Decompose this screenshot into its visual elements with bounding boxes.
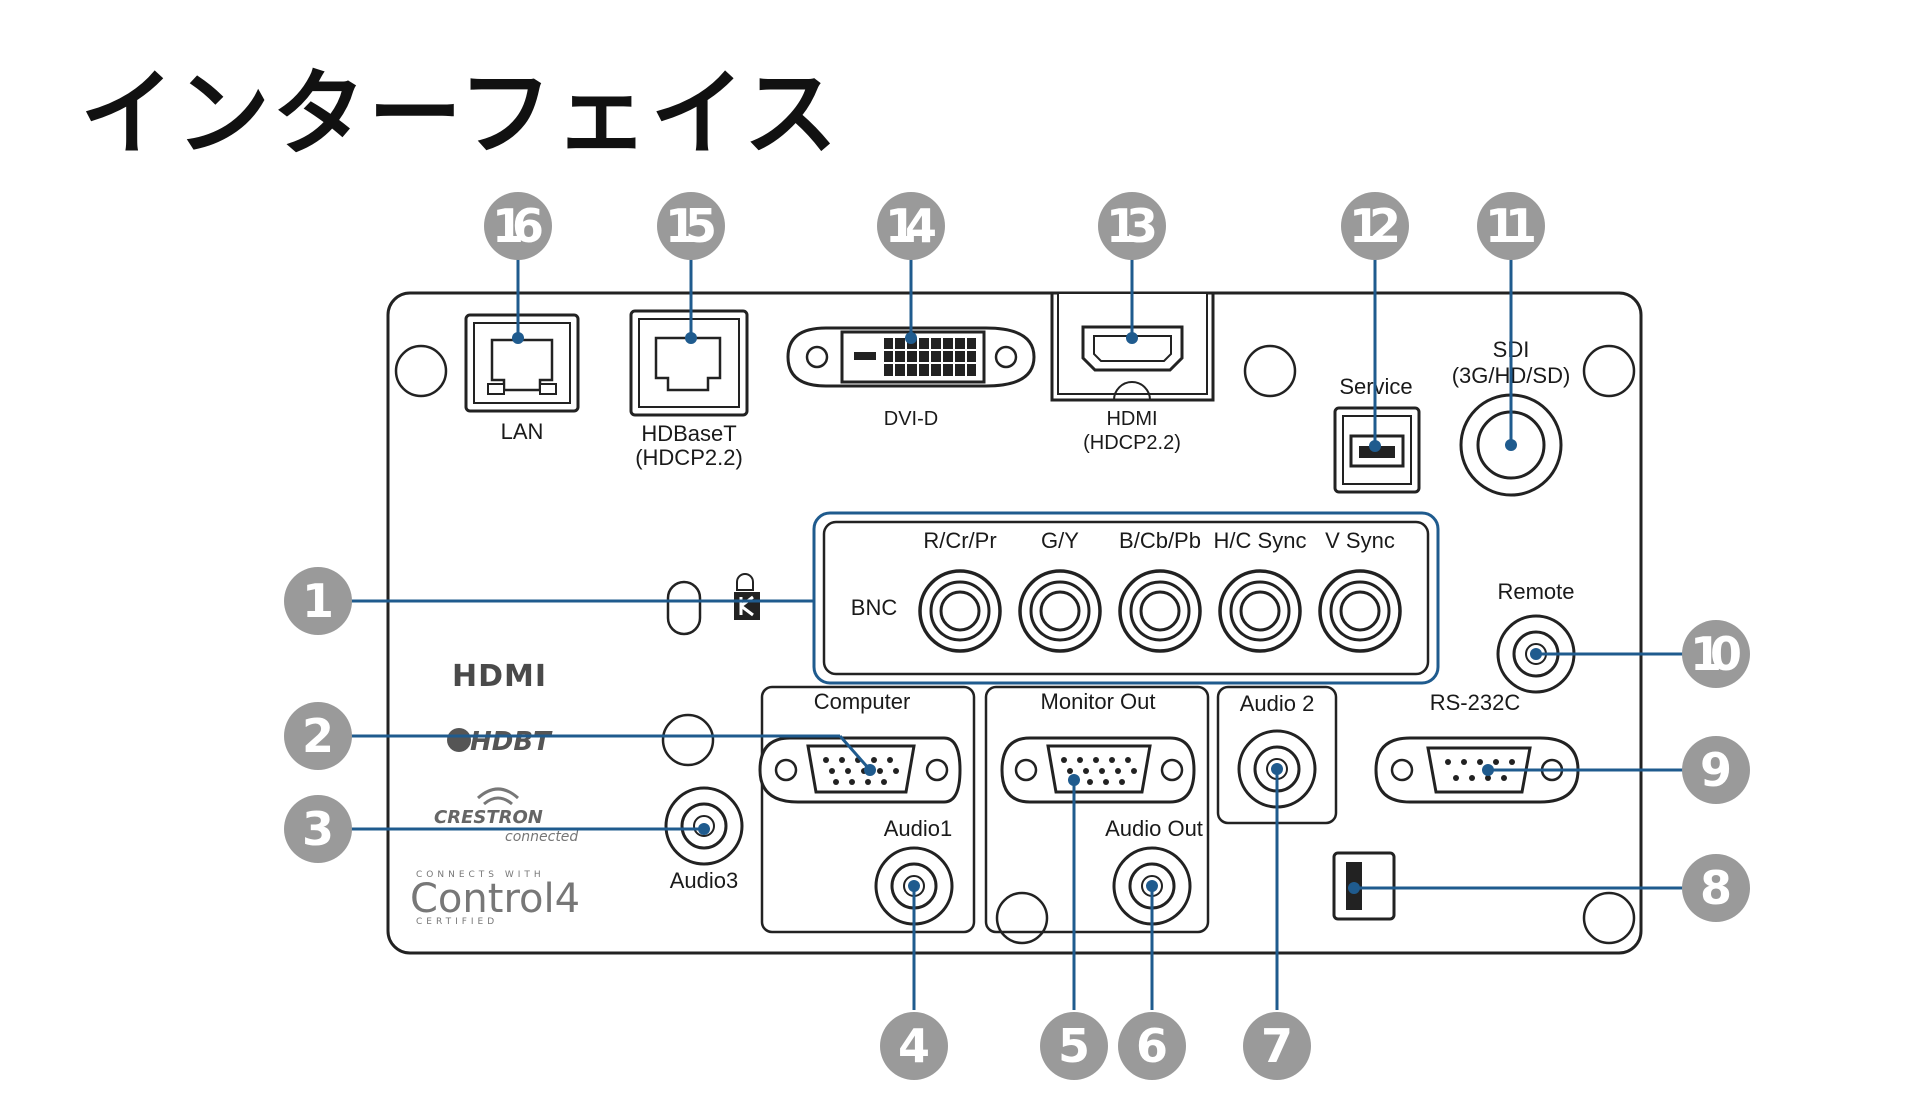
- bnc-jack: B/Cb/Pb: [1118, 528, 1202, 653]
- usb-port: [1332, 851, 1396, 921]
- callout-2: 2: [284, 702, 352, 770]
- remote-label: Remote: [1497, 579, 1574, 604]
- mounting-hole: [661, 713, 715, 767]
- bnc-channel-label: B/Cb/Pb: [1119, 528, 1201, 553]
- svg-text:CRESTRON: CRESTRON: [434, 807, 543, 828]
- lan-port: [464, 313, 580, 413]
- bnc-jacks: R/Cr/Pr G/Y B/Cb/Pb H/C Sync V Sync: [918, 528, 1402, 653]
- hdbaset-label: HDBaseT: [641, 421, 736, 446]
- bnc-jack: R/Cr/Pr: [918, 528, 1002, 653]
- hdmi-sublabel: (HDCP2.2): [1083, 432, 1181, 454]
- callout-number: 2: [302, 709, 334, 763]
- callout-number: 4: [898, 1019, 930, 1073]
- callout-number: 3: [302, 802, 334, 856]
- computer-port: [758, 736, 962, 804]
- lan-label: LAN: [501, 419, 544, 444]
- rs232c-port: [1374, 736, 1580, 804]
- callout-9: 9: [1682, 736, 1750, 804]
- callout-1: 1: [284, 567, 352, 635]
- callout-number: 12: [1349, 199, 1401, 253]
- callout-5: 5: [1040, 1012, 1108, 1080]
- bnc-channel-label: H/C Sync: [1214, 528, 1307, 553]
- computer-label: Computer: [814, 689, 911, 714]
- hdmi-logo: HDMI: [452, 659, 547, 694]
- hdbaset-port: [629, 309, 749, 417]
- dvid-label: DVI-D: [884, 408, 938, 430]
- computer-group-frame: [760, 685, 976, 934]
- monitor-out-group-frame: [984, 685, 1210, 934]
- rs232c-label: RS-232C: [1430, 690, 1521, 715]
- callout-number: 11: [1485, 199, 1537, 253]
- callout-7: 7: [1243, 1012, 1311, 1080]
- callout-number: 6: [1136, 1019, 1168, 1073]
- callout-14: 14: [877, 192, 945, 260]
- audio2-label: Audio 2: [1240, 691, 1315, 716]
- leader-lines: [350, 255, 1690, 1010]
- callout-6: 6: [1118, 1012, 1186, 1080]
- callout-15: 15: [657, 192, 725, 260]
- mounting-hole: [394, 344, 448, 398]
- bnc-group-outline: [812, 511, 1440, 685]
- callout-16: 16: [484, 192, 552, 260]
- callout-number: 8: [1700, 861, 1732, 915]
- callout-11: 11: [1477, 192, 1545, 260]
- callout-3: 3: [284, 795, 352, 863]
- bnc-channel-label: V Sync: [1325, 528, 1395, 553]
- crestron-logo: CRESTRON connected: [434, 787, 578, 845]
- hdbaset-logo: HDBT: [447, 727, 553, 757]
- bnc-channel-label: R/Cr/Pr: [923, 528, 996, 553]
- security-slot: [666, 580, 702, 636]
- hdbaset-sublabel: (HDCP2.2): [635, 445, 743, 470]
- mounting-hole: [1582, 344, 1636, 398]
- mounting-hole: [1582, 891, 1636, 945]
- callout-number: 10: [1690, 627, 1742, 681]
- mounting-hole: [995, 891, 1049, 945]
- control4-logo: CONNECTS WITH Control4 CERTIFIED: [410, 870, 580, 927]
- bnc-jack: V Sync: [1318, 528, 1402, 653]
- monitor-out-label: Monitor Out: [1041, 689, 1156, 714]
- svg-text:CONNECTS WITH: CONNECTS WITH: [416, 870, 545, 880]
- bnc-label: BNC: [851, 595, 898, 620]
- callout-number: 9: [1700, 743, 1732, 797]
- page-title: インターフェイス: [80, 60, 840, 169]
- callout-4: 4: [880, 1012, 948, 1080]
- leader-dots: [512, 332, 1542, 894]
- audio-out-label: Audio Out: [1105, 816, 1203, 841]
- bnc-jack: G/Y: [1018, 528, 1102, 653]
- bnc-group-frame: [822, 520, 1430, 676]
- callout-8: 8: [1682, 854, 1750, 922]
- bnc-jack: H/C Sync: [1214, 528, 1307, 653]
- monitor-out-port: [1000, 736, 1196, 804]
- bnc-channel-label: G/Y: [1041, 528, 1079, 553]
- svg-text:CERTIFIED: CERTIFIED: [416, 917, 498, 927]
- callout-12: 12: [1341, 192, 1409, 260]
- callout-number: 13: [1106, 199, 1158, 253]
- svg-text:Control4: Control4: [410, 876, 580, 922]
- audio1-label: Audio1: [884, 816, 953, 841]
- audio3-label: Audio3: [670, 868, 739, 893]
- callout-number: 14: [885, 199, 937, 253]
- callout-number: 7: [1261, 1019, 1293, 1073]
- callout-10: 10: [1682, 620, 1750, 688]
- callout-number: 15: [665, 199, 717, 253]
- svg-text:connected: connected: [505, 829, 578, 845]
- mounting-hole: [1243, 344, 1297, 398]
- callout-number: 5: [1058, 1019, 1090, 1073]
- callout-number: 1: [302, 574, 334, 628]
- svg-text:HDBT: HDBT: [470, 727, 553, 757]
- dvid-port: [786, 326, 1036, 388]
- hdmi-label: HDMI: [1106, 408, 1157, 430]
- callout-number: 16: [492, 199, 544, 253]
- callout-13: 13: [1098, 192, 1166, 260]
